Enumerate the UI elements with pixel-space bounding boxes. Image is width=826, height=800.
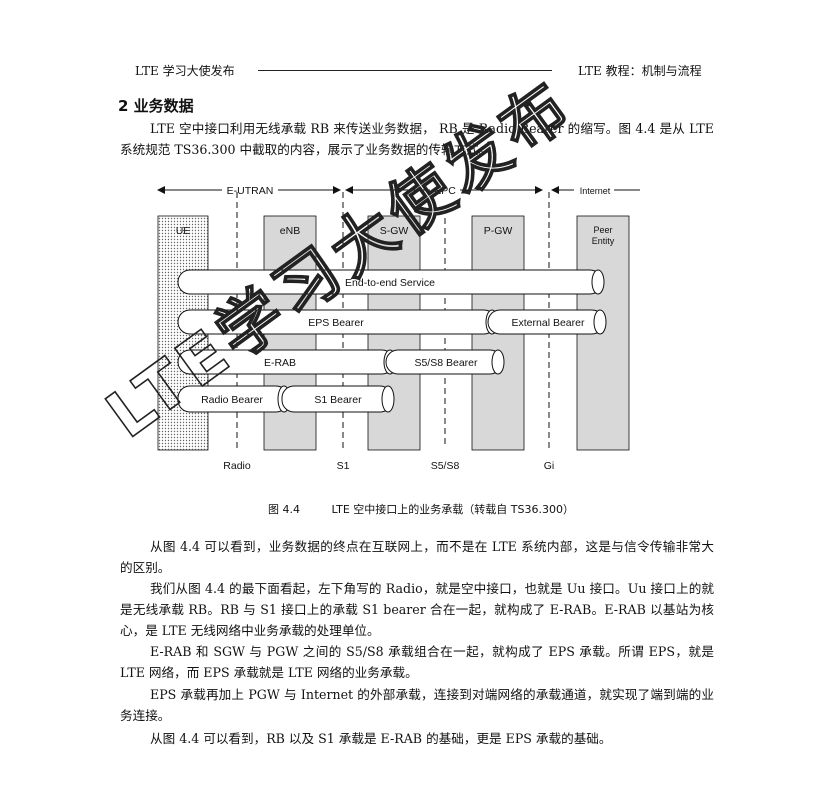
- section-title: 2 业务数据: [118, 97, 194, 115]
- eps-bearer-label: EPS Bearer: [308, 317, 364, 329]
- body-paragraph-2: 我们从图 4.4 的最下面看起，左下角写的 Radio，就是空中接口，也就是 U…: [120, 581, 714, 638]
- sgw-label: S-GW: [380, 225, 409, 237]
- header-left-title: LTE 学习大使发布: [135, 64, 235, 78]
- header-rule: [258, 70, 552, 71]
- figure-caption-number: 图 4.4: [268, 503, 300, 516]
- domain-internet-label: Internet: [580, 186, 611, 196]
- body-paragraph-5: 从图 4.4 可以看到，RB 以及 S1 承载是 E-RAB 的基础，更是 EP…: [150, 731, 612, 746]
- body-paragraph-4: EPS 承载再加上 PGW 与 Internet 的外部承载，连接到对端网络的承…: [120, 687, 714, 723]
- figure-caption-text: LTE 空中接口上的业务承载（转载自 TS36.300）: [331, 503, 574, 516]
- bearer-labels: End-to-end Service EPS Bearer External B…: [201, 277, 585, 406]
- enb-label: eNB: [280, 225, 300, 237]
- interface-labels: Radio S1 S5/S8 Gi: [223, 460, 554, 472]
- s5s8-interface-label: S5/S8: [431, 460, 460, 472]
- ue-label: UE: [176, 225, 191, 237]
- s1-bearer-label: S1 Bearer: [314, 394, 362, 406]
- intro-paragraph: LTE 空中接口利用无线承载 RB 来传送业务数据， RB 是 Radio Be…: [120, 121, 714, 157]
- header-right-title: LTE 教程：机制与流程: [578, 64, 702, 78]
- domain-arrows: E-UTRAN EPC Internet: [157, 185, 640, 197]
- bearer-architecture-figure: E-UTRAN EPC Internet UE eNB S-GW: [140, 178, 640, 478]
- pgw-label: P-GW: [484, 225, 513, 237]
- domain-eutran-label: E-UTRAN: [227, 185, 274, 197]
- body-paragraph-1: 从图 4.4 可以看到，业务数据的终点在互联网上，而不是在 LTE 系统内部，这…: [120, 539, 714, 575]
- peer-label-line2: Entity: [592, 236, 615, 246]
- body-paragraph-3: E-RAB 和 SGW 与 PGW 之间的 S5/S8 承载组合在一起，就构成了…: [120, 644, 714, 680]
- radio-interface-label: Radio: [223, 460, 251, 472]
- figure-caption: 图 4.4 LTE 空中接口上的业务承载（转载自 TS36.300）: [268, 501, 574, 517]
- domain-epc-label: EPC: [434, 185, 456, 197]
- end-to-end-service-label: End-to-end Service: [345, 277, 435, 289]
- s1-interface-label: S1: [337, 460, 350, 472]
- s5s8-bearer-label: S5/S8 Bearer: [414, 357, 478, 369]
- external-bearer-label: External Bearer: [512, 317, 585, 329]
- gi-interface-label: Gi: [544, 460, 555, 472]
- peer-label-line1: Peer: [593, 225, 612, 235]
- bearer-diagram: E-UTRAN EPC Internet UE eNB S-GW: [157, 185, 640, 472]
- e-rab-label: E-RAB: [264, 357, 296, 369]
- radio-bearer-label: Radio Bearer: [201, 394, 263, 406]
- bearer-tubes: [177, 269, 607, 413]
